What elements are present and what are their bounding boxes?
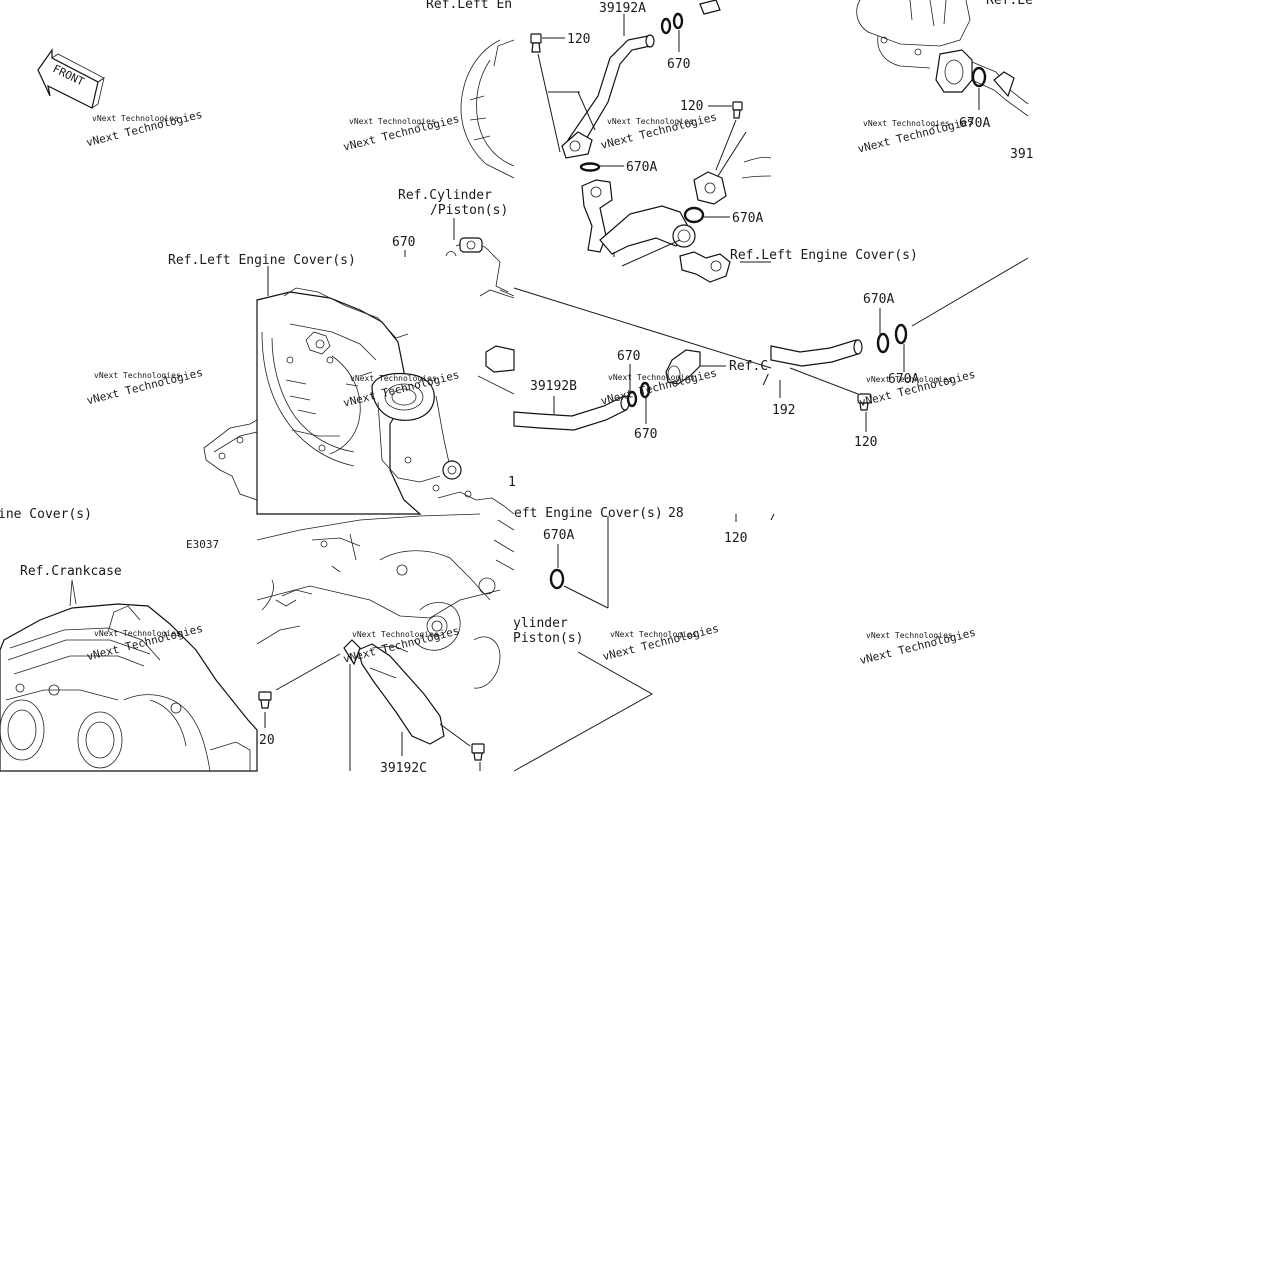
- ref-left-engine-cover-mid-right: Ref.Left Engine Cover(s): [730, 248, 918, 263]
- hose-39192A-group: [530, 0, 772, 283]
- ref-cylinder-piston-1: Ref.Cylinder: [398, 188, 492, 203]
- ref-left-engine-cover-mid: Ref.Left Engine Cover(s): [168, 253, 356, 268]
- part-670-b: 670: [617, 349, 640, 364]
- ref-left-engine-cover-top: Ref.Left En: [426, 0, 512, 12]
- part-120-d: 120: [724, 531, 747, 546]
- svg-text:vNext Technologies: vNext Technologies: [866, 375, 953, 384]
- hose-39192B-group: [513, 287, 772, 522]
- svg-text:vNext Technologies: vNext Technologies: [349, 117, 436, 126]
- lower-ring-group: [513, 513, 775, 772]
- part-39192A: 39192A: [599, 1, 646, 16]
- svg-text:vNext Technologies: vNext Technologies: [610, 630, 697, 639]
- ref-left-engine-cover-upper-right: Ref.Le: [986, 0, 1033, 8]
- watermark-text: vNext Technologies: [92, 114, 179, 123]
- part-1-edge: 1: [508, 475, 516, 490]
- part-670A-a: 670A: [626, 160, 657, 175]
- part-391-edge: 391: [1010, 147, 1033, 162]
- svg-text:vNext Technologies: vNext Technologies: [350, 374, 437, 383]
- part-670-left: 670: [392, 235, 415, 250]
- svg-text:vNext Technologies: vNext Technologies: [607, 117, 694, 126]
- front-direction-badge: FRONT: [37, 48, 105, 109]
- ref-left-engine-cover-right: eft Engine Cover(s): [514, 506, 663, 521]
- upper-right-housing: [856, 0, 1029, 117]
- ref-engine-cover-left-edge: ine Cover(s): [0, 507, 92, 522]
- part-120-a: 120: [567, 32, 590, 47]
- ref-cylinder-piston-2b: Piston(s): [513, 631, 583, 646]
- part-39192C: 39192C: [380, 761, 427, 776]
- part-192: 192: [772, 403, 795, 418]
- svg-text:vNext Technologies: vNext Technologies: [94, 629, 181, 638]
- part-670-c: 670: [634, 427, 657, 442]
- left-engine-cover-outline: [203, 419, 258, 501]
- part-39192B: 39192B: [530, 379, 577, 394]
- part-670-a: 670: [667, 57, 690, 72]
- part-120-b: 120: [680, 99, 703, 114]
- diagram-code: E3037: [186, 538, 219, 551]
- left-engine-cover-drawing: [256, 287, 515, 515]
- ref-crankcase: Ref.Crankcase: [20, 564, 122, 579]
- part-28-edge: 28: [668, 506, 684, 521]
- ref-c: Ref.C: [729, 359, 768, 374]
- part-670A-d: 670A: [863, 292, 894, 307]
- part-20: 20: [259, 733, 275, 748]
- crankcase-drawing: [0, 579, 258, 772]
- part-670A-b: 670A: [732, 211, 763, 226]
- hose-39192C-group: [256, 513, 515, 771]
- hose-192-group: [770, 257, 1029, 432]
- part-670A-c: 670A: [959, 116, 990, 131]
- part-670A-e: 670A: [888, 372, 919, 387]
- svg-text:vNext Technologies: vNext Technologies: [866, 631, 953, 640]
- ref-cylinder-piston-2: ylinder: [513, 616, 568, 631]
- ref-cylinder-piston-1b: /Piston(s): [430, 203, 508, 218]
- svg-text:vNext Technologies: vNext Technologies: [863, 119, 950, 128]
- svg-text:vNext Technologies: vNext Technologies: [608, 373, 695, 382]
- part-120-c: 120: [854, 435, 877, 450]
- svg-text:vNext Technologies: vNext Technologies: [94, 371, 181, 380]
- svg-text:vNext Technologies: vNext Technologies: [352, 630, 439, 639]
- upper-cylinder-sketch: [445, 39, 515, 297]
- part-670A-f: 670A: [543, 528, 574, 543]
- ref-c-slash: /: [762, 373, 770, 388]
